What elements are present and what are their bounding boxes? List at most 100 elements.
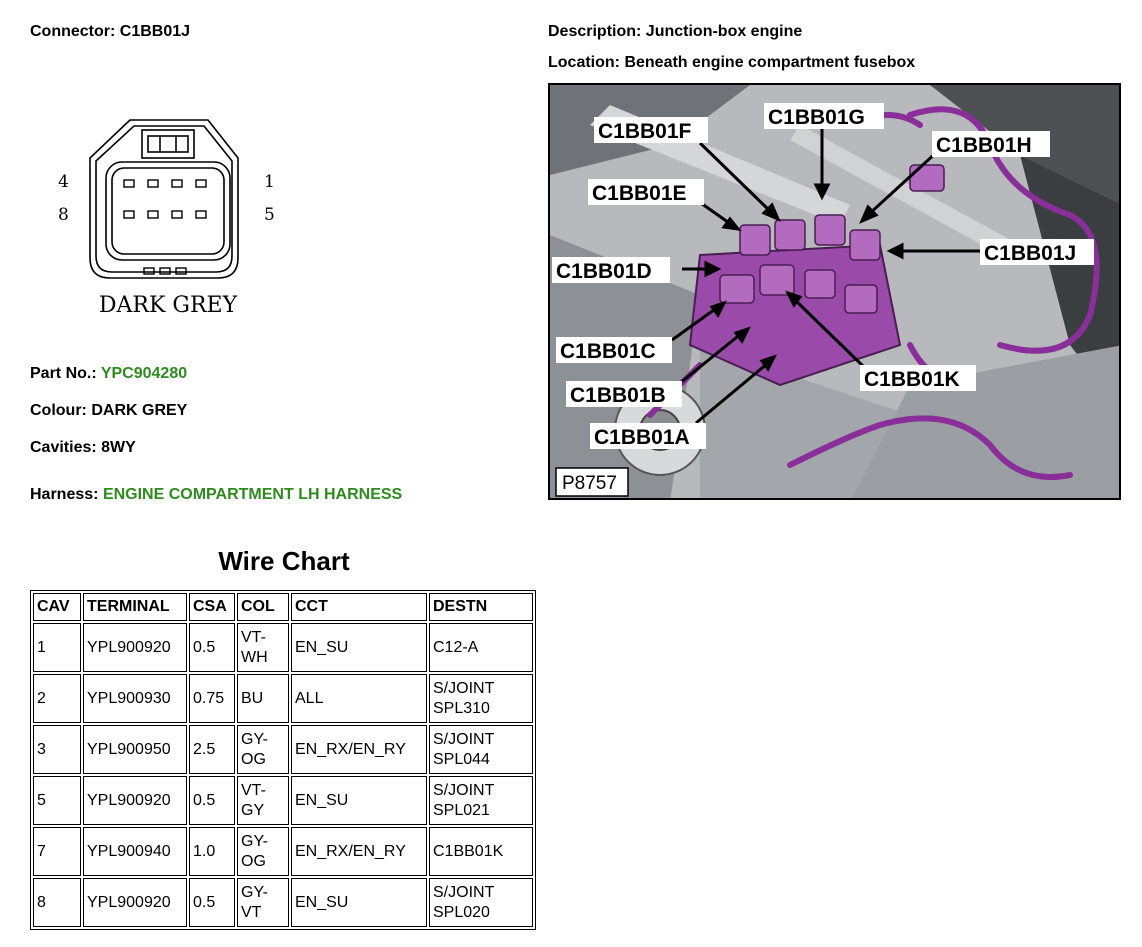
header-destn: DESTN <box>429 593 533 621</box>
description-label: Description: <box>548 23 642 40</box>
terminal-cell: YPL900920 <box>83 623 187 672</box>
col-cell-line: GY <box>241 801 265 819</box>
col-cell-line: OG <box>241 750 266 768</box>
destn-cell-line: C1BB01K <box>433 842 504 860</box>
wire-chart-title: Wire Chart <box>218 546 350 576</box>
csa-cell: 0.5 <box>189 776 235 825</box>
harness-label: Harness: <box>30 486 99 503</box>
callout-c1bb01d: C1BB01D <box>556 260 652 283</box>
location-line: Location: Beneath engine compartment fus… <box>548 54 915 72</box>
pin-number-4: 4 <box>58 172 69 192</box>
diagram-colour-text: DARK GREY <box>99 293 238 318</box>
header-terminal: TERMINAL <box>83 593 187 621</box>
cav-cell: 3 <box>33 725 81 774</box>
connector-line: Connector: C1BB01J <box>30 23 190 41</box>
cav-cell: 7 <box>33 827 81 876</box>
header-cav: CAV <box>33 593 81 621</box>
colour-line: Colour: DARK GREY <box>30 402 187 420</box>
cav-cell: 5 <box>33 776 81 825</box>
pin-number-1: 1 <box>264 172 275 192</box>
csa-cell: 0.75 <box>189 674 235 723</box>
callout-c1bb01f: C1BB01F <box>598 120 692 143</box>
col-cell-line: OG <box>241 852 266 870</box>
col-cell-line: VT <box>241 903 262 921</box>
part-no-label: Part No.: <box>30 365 97 382</box>
cct-cell: EN_SU <box>291 878 427 927</box>
header-cct: CCT <box>291 593 427 621</box>
cavities-line: Cavities: 8WY <box>30 439 136 457</box>
pin-number-5: 5 <box>264 205 275 225</box>
col-cell-line: WH <box>241 648 268 666</box>
col-cell-line: GY- <box>241 730 268 748</box>
cct-cell: EN_RX/EN_RY <box>291 725 427 774</box>
location-label: Location: <box>548 54 620 71</box>
connector-label: Connector: <box>30 23 116 40</box>
csa-cell: 2.5 <box>189 725 235 774</box>
destn-cell: S/JOINT SPL044 <box>429 725 533 774</box>
cav-cell: 8 <box>33 878 81 927</box>
col-cell: BU <box>237 674 289 723</box>
callout-c1bb01g: C1BB01G <box>768 106 865 129</box>
destn-cell-line: S/JOINT <box>433 781 495 799</box>
destn-cell-line: S/JOINT <box>433 883 495 901</box>
cct-cell: EN_RX/EN_RY <box>291 827 427 876</box>
terminal-cell: YPL900940 <box>83 827 187 876</box>
csa-cell: 1.0 <box>189 827 235 876</box>
destn-cell-line: SPL044 <box>433 750 490 768</box>
destn-cell: C1BB01K <box>429 827 533 876</box>
connector-face-diagram: 4 8 1 5 DARK GREY <box>58 119 275 318</box>
callout-c1bb01j: C1BB01J <box>984 242 1076 265</box>
pin-number-8: 8 <box>58 205 69 225</box>
destn-cell: S/JOINT SPL021 <box>429 776 533 825</box>
col-cell: GY- VT <box>237 878 289 927</box>
wire-chart-header-row: CAV TERMINAL CSA COL CCT DESTN <box>33 593 533 621</box>
photo-ref: P8757 <box>562 473 617 494</box>
location-value: Beneath engine compartment fusebox <box>624 54 916 71</box>
col-cell: GY- OG <box>237 725 289 774</box>
header-col: COL <box>237 593 289 621</box>
callout-c1bb01c: C1BB01C <box>560 340 656 363</box>
destn-cell-line: S/JOINT <box>433 730 495 748</box>
callout-c1bb01k: C1BB01K <box>864 368 960 391</box>
harness-link[interactable]: ENGINE COMPARTMENT LH HARNESS <box>102 486 403 503</box>
part-no-link[interactable]: YPC904280 <box>100 365 188 382</box>
cct-cell: EN_SU <box>291 776 427 825</box>
callout-c1bb01a: C1BB01A <box>594 426 690 449</box>
col-cell-line: GY- <box>241 883 268 901</box>
terminal-cell: YPL900930 <box>83 674 187 723</box>
destn-cell-line: S/JOINT <box>433 679 495 697</box>
callout-c1bb01h: C1BB01H <box>936 134 1032 157</box>
destn-cell-line: C12-A <box>433 638 479 656</box>
terminal-cell: YPL900920 <box>83 776 187 825</box>
cav-cell: 2 <box>33 674 81 723</box>
cavity-row-top <box>123 179 207 188</box>
col-cell: VT- GY <box>237 776 289 825</box>
colour-value: DARK GREY <box>91 402 188 419</box>
col-cell: GY- OG <box>237 827 289 876</box>
destn-cell-line: SPL021 <box>433 801 490 819</box>
description-value: Junction-box engine <box>645 23 803 40</box>
callout-c1bb01e: C1BB01E <box>592 182 687 205</box>
col-cell-line: VT- <box>241 781 266 799</box>
destn-cell: C12-A <box>429 623 533 672</box>
cct-cell: EN_SU <box>291 623 427 672</box>
cct-cell: ALL <box>291 674 427 723</box>
terminal-cell: YPL900920 <box>83 878 187 927</box>
callout-c1bb01b: C1BB01B <box>570 384 666 407</box>
col-cell-line: VT- <box>241 628 266 646</box>
csa-cell: 0.5 <box>189 623 235 672</box>
harness-line: Harness: ENGINE COMPARTMENT LH HARNESS <box>30 486 402 504</box>
cavity-row-bottom <box>123 210 207 219</box>
col-cell: VT- WH <box>237 623 289 672</box>
col-cell-line: GY- <box>241 832 268 850</box>
